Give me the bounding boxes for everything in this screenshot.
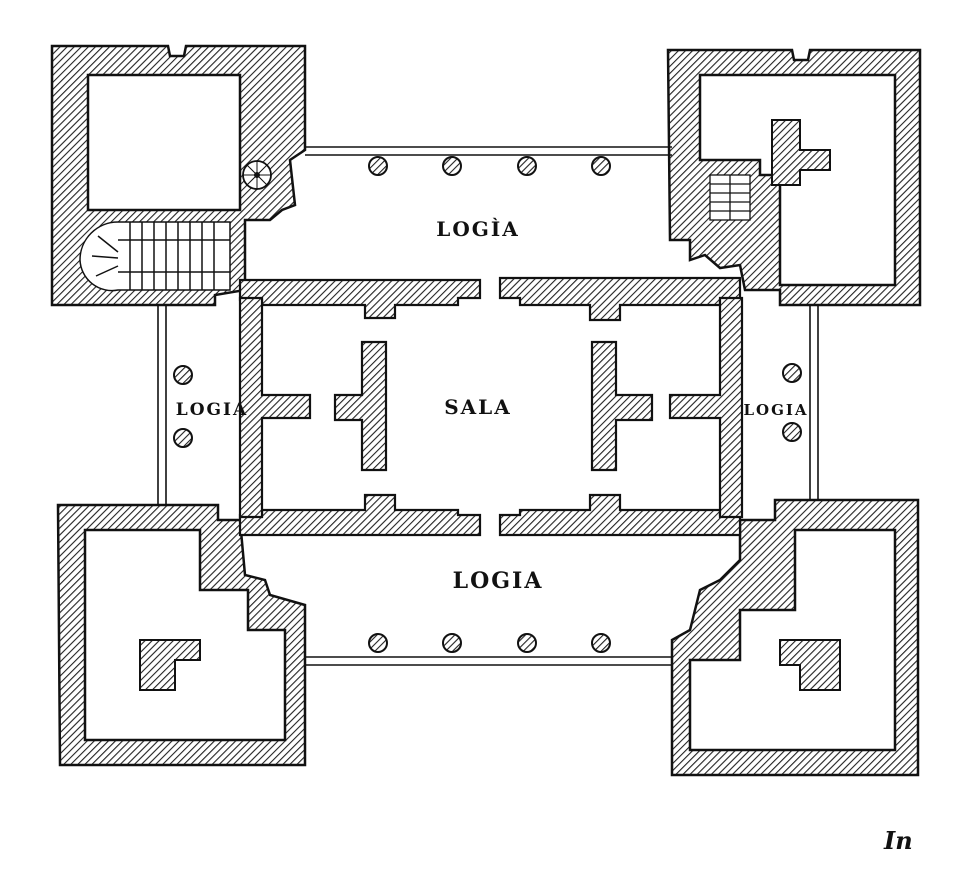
column [442, 633, 462, 653]
staircase-left [79, 221, 231, 292]
columns [173, 156, 802, 653]
spiral-stair [242, 160, 272, 190]
column [173, 428, 193, 448]
label-sala: SALA [444, 395, 512, 419]
column [782, 422, 802, 442]
sala-walls [238, 276, 744, 537]
column [591, 156, 611, 176]
label-logia-bottom: LOGIA [453, 568, 544, 594]
column [173, 365, 193, 385]
column [782, 363, 802, 383]
label-logia-left: LOGIA [176, 400, 248, 420]
column [517, 156, 537, 176]
column [442, 156, 462, 176]
label-logia-right: LOGIA [743, 401, 808, 419]
corner-block-top-left [50, 44, 307, 307]
column [517, 633, 537, 653]
label-logia-top: LOGÌA [436, 217, 519, 241]
corner-block-top-right [666, 48, 922, 307]
corner-block-bottom-right [670, 498, 920, 777]
page-mark: In [884, 826, 913, 855]
column [368, 156, 388, 176]
staircase-right [709, 174, 751, 221]
column [368, 633, 388, 653]
column [591, 633, 611, 653]
loggia-rails [157, 146, 819, 666]
corner-block-bottom-left [56, 503, 307, 767]
